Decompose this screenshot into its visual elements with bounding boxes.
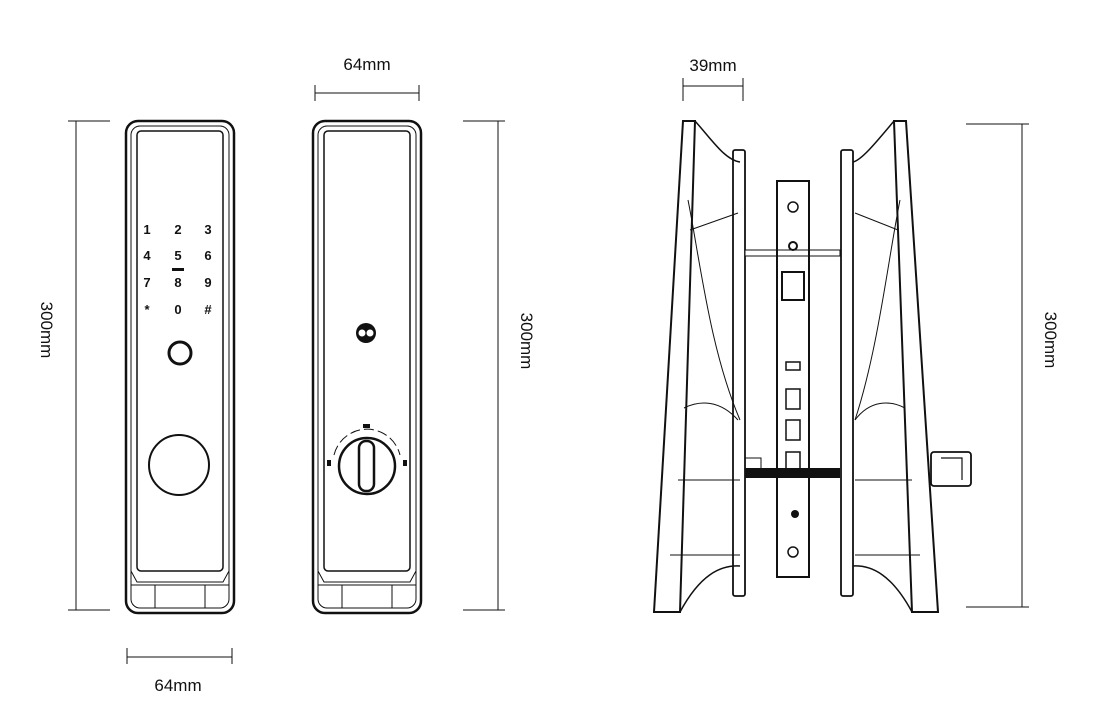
front-height-dimension: 300mm [37,120,110,611]
left-handle-profile [652,120,746,613]
key-6: 6 [204,248,211,263]
thumb-turn-knob [327,424,407,496]
brand-logo-icon [356,323,376,343]
back-width-dimension: 64mm [314,55,420,101]
back-view: 64mm 300mm [311,55,536,615]
mortise-faceplate [776,180,810,578]
thumb-turn-side [930,451,972,487]
back-lock-body [311,119,423,615]
back-height-dimension: 300mm [463,120,536,611]
back-height-label: 300mm [517,313,536,370]
front-height-label: 300mm [37,302,56,359]
key-2: 2 [174,222,181,237]
key-1: 1 [143,222,150,237]
front-width-label: 64mm [154,676,201,695]
front-lock-body [124,119,236,615]
keypad: 1 2 3 4 5 6 7 8 9 * 0 # [143,222,212,317]
key-hash: # [204,302,212,317]
side-height-label: 300mm [1041,312,1060,369]
key-4: 4 [143,248,151,263]
key-5: 5 [174,248,181,263]
side-view: 39mm [652,56,1060,613]
spindles [744,249,841,478]
side-depth-label: 39mm [689,56,736,75]
key-8: 8 [174,275,181,290]
back-width-label: 64mm [343,55,390,74]
side-height-dimension: 300mm [966,123,1060,608]
key-3: 3 [204,222,211,237]
key-9: 9 [204,275,211,290]
front-handle-knob [148,434,210,496]
front-view: 300mm 1 2 3 4 5 6 7 8 9 * 0 # [37,119,236,695]
key-star: * [144,302,150,317]
key-7: 7 [143,275,150,290]
right-handle-profile [840,120,940,613]
front-width-dimension: 64mm [126,648,233,695]
fingerprint-sensor-icon [167,340,193,366]
home-dash-icon [172,268,184,271]
side-depth-dimension: 39mm [682,56,744,101]
key-0: 0 [174,302,181,317]
